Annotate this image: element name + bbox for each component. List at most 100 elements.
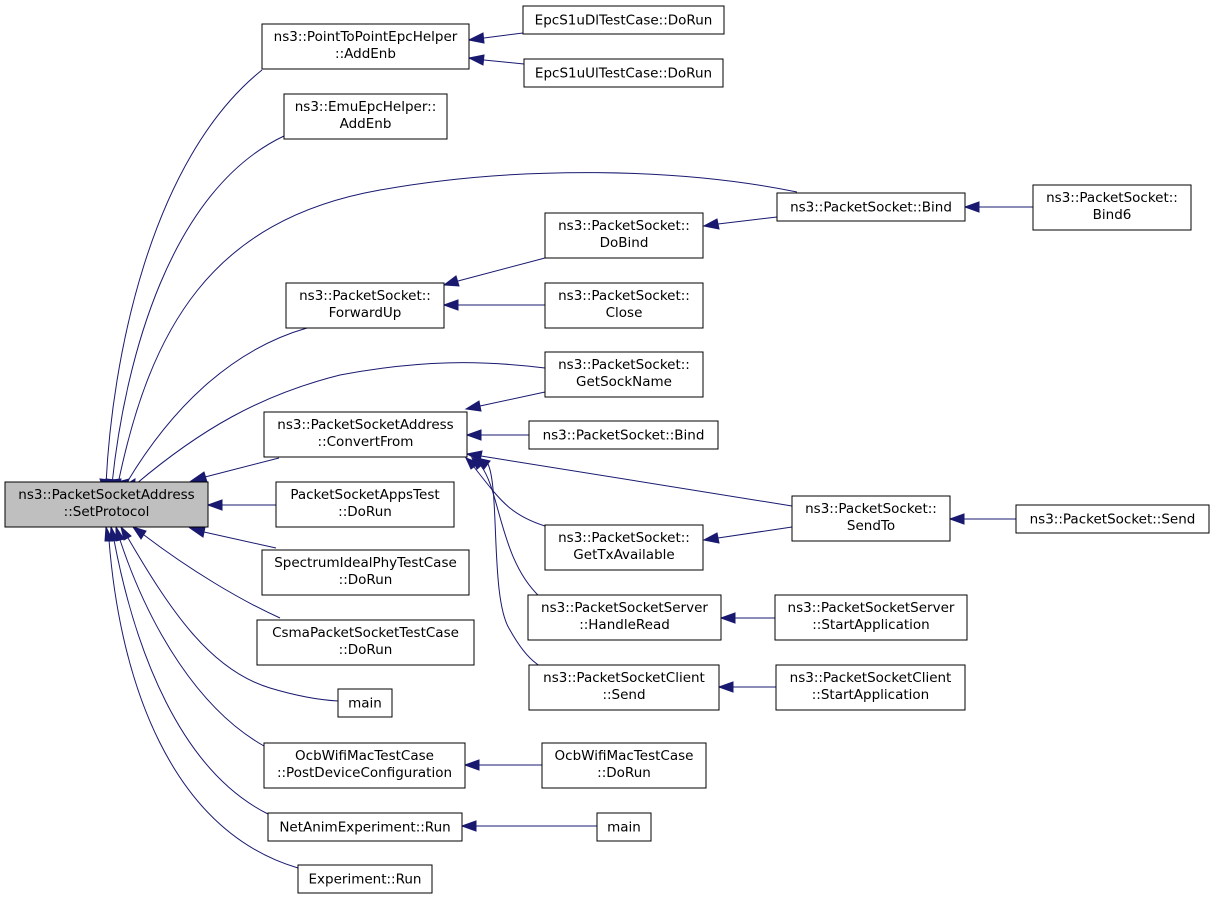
node-label: EpcS1uDlTestCase::DoRun [535,13,713,29]
node-ps-dobind[interactable]: ns3::PacketSocket:: DoBind [544,212,704,259]
node-ps-bind6[interactable]: ns3::PacketSocket:: Bind6 [1032,184,1192,231]
node-label: SpectrumIdealPhyTestCase [274,555,457,571]
node-ocb-postdev[interactable]: OcbWifiMacTestCase ::PostDeviceConfigura… [263,742,466,789]
edge-ps-bind-mid-to-psa-convertfrom [465,429,529,441]
edge-ps-send-to-ps-sendto [948,513,1016,525]
edge-ps-bind-top-to-ps-dobind [702,216,778,230]
node-ps-bind-mid[interactable]: ns3::PacketSocket::Bind [528,420,719,450]
node-ps-send[interactable]: ns3::PacketSocket::Send [1015,504,1210,534]
node-label: ::StartApplication [812,617,930,633]
edge-ps-forwardup-to-root [117,327,308,496]
node-label: Bind6 [1093,207,1132,223]
edge-epc-dl-to-p2p-addenb [467,32,524,44]
node-label: EpcS1uUlTestCase::DoRun [535,66,712,82]
edge-main-2-to-netanim-run [460,820,597,832]
node-ps-getsockname[interactable]: ns3::PacketSocket:: GetSockName [544,351,704,398]
node-label: ::DoRun [339,572,393,588]
node-label: GetTxAvailable [573,547,674,563]
node-experiment-run[interactable]: Experiment::Run [297,864,433,894]
node-label: ns3::PacketSocketAddress [277,417,453,433]
node-label: ::Send [602,687,645,703]
node-label: ns3::PacketSocket:: [1046,190,1178,206]
node-emu-addenb[interactable]: ns3::EmuEpcHelper:: AddEnb [283,93,448,140]
node-pss-handleread[interactable]: ns3::PacketSocketServer ::HandleRead [527,594,722,641]
edge-csma-dorun-to-root [131,526,281,619]
edge-psc-startapp-to-psc-send [717,681,776,693]
call-graph-edges [99,32,1033,869]
edge-emu-addenb-to-root [105,135,285,496]
node-label: ns3::EmuEpcHelper:: [295,99,437,115]
node-label: main [348,696,382,712]
edge-spectrum-dorun-to-root [188,526,277,549]
node-label: OcbWifiMacTestCase [295,748,434,764]
edge-ps-bind6-to-ps-bind-top [963,201,1033,213]
edge-ps-sendto-to-ps-gettxavailable [702,526,793,544]
node-label: NetAnimExperiment::Run [279,820,450,836]
node-ps-close[interactable]: ns3::PacketSocket:: Close [544,282,704,329]
node-label: ns3::PacketSocket:: [558,218,690,234]
node-main-2[interactable]: main [596,812,652,842]
node-main-1[interactable]: main [337,688,393,718]
node-p2p-addenb[interactable]: ns3::PointToPointEpcHelper ::AddEnb [261,23,470,70]
node-psapps-dorun[interactable]: PacketSocketAppsTest ::DoRun [275,481,455,528]
edge-ps-sendto-to-psa-convertfrom [465,450,793,507]
edge-ps-close-to-ps-forwardup [442,299,545,311]
node-csma-dorun[interactable]: CsmaPacketSocketTestCase ::DoRun [256,619,475,666]
node-label: ::HandleRead [579,617,670,633]
node-label: CsmaPacketSocketTestCase [272,625,459,641]
node-epc-ul[interactable]: EpcS1uUlTestCase::DoRun [523,58,724,88]
node-label: GetSockName [576,374,672,390]
node-label: Experiment::Run [309,872,422,888]
node-label: ::DoRun [338,504,392,520]
node-ocb-dorun[interactable]: OcbWifiMacTestCase ::DoRun [541,742,707,789]
node-label: Close [606,305,643,321]
node-psc-startapp[interactable]: ns3::PacketSocketClient ::StartApplicati… [775,664,966,711]
edge-main-1-to-root [120,525,339,702]
node-label: SendTo [847,518,895,534]
edge-psc-send-to-psa-convertfrom [475,457,541,667]
node-epc-dl[interactable]: EpcS1uDlTestCase::DoRun [522,5,725,35]
node-spectrum-dorun[interactable]: SpectrumIdealPhyTestCase ::DoRun [261,549,470,596]
node-label: ::DoRun [597,765,651,781]
edge-netanim-run-to-root [109,525,269,815]
node-label: ns3::PacketSocketClient [543,670,705,686]
node-ps-bind-top[interactable]: ns3::PacketSocket::Bind [776,192,966,222]
node-label: ::DoRun [339,642,393,658]
node-label: ForwardUp [329,305,402,321]
edge-p2p-addenb-to-root [99,69,263,496]
node-psa-convertfrom[interactable]: ns3::PacketSocketAddress ::ConvertFrom [263,411,468,458]
node-label: ns3::PacketSocketClient [790,670,952,686]
node-label: ns3::PacketSocket:: [805,501,937,517]
node-label: main [607,820,641,836]
edge-ps-gettxavailable-to-psa-convertfrom [465,457,546,527]
node-pss-startapp[interactable]: ns3::PacketSocketServer ::StartApplicati… [774,594,968,641]
node-label: ns3::PacketSocket:: [558,530,690,546]
edge-psapps-dorun-to-root [206,499,276,511]
edge-experiment-run-to-root [104,525,299,869]
node-psc-send[interactable]: ns3::PacketSocketClient ::Send [528,664,720,711]
node-label: ns3::PacketSocketServer [541,600,708,616]
edge-ps-dobind-to-ps-forwardup [442,257,546,287]
node-label: PacketSocketAppsTest [290,487,439,503]
node-root-setprotocol[interactable]: ns3::PacketSocketAddress ::SetProtocol [4,481,209,528]
edge-ps-getsockname-to-psa-convertfrom [464,391,546,412]
node-label: ns3::PacketSocket:: [299,288,431,304]
edge-pss-handleread-to-psa-convertfrom [471,457,541,598]
node-label: ::SetProtocol [64,504,150,520]
edge-ocb-dorun-to-ocb-postdev [463,759,542,771]
node-ps-forwardup[interactable]: ns3::PacketSocket:: ForwardUp [285,282,445,329]
node-ps-sendto[interactable]: ns3::PacketSocket:: SendTo [791,495,951,542]
node-netanim-run[interactable]: NetAnimExperiment::Run [267,812,463,842]
node-label: ns3::PacketSocket::Bind [790,200,952,216]
node-label: OcbWifiMacTestCase [555,748,694,764]
node-label: ns3::PacketSocket::Send [1030,512,1196,528]
node-label: ::ConvertFrom [318,434,414,450]
node-label: ns3::PacketSocket::Bind [543,428,705,444]
node-label: ::StartApplication [812,687,930,703]
node-label: AddEnb [340,116,392,132]
edge-pss-startapp-to-pss-handleread [719,612,775,624]
node-ps-gettxavailable[interactable]: ns3::PacketSocket:: GetTxAvailable [544,524,704,571]
node-label: ns3::PacketSocketAddress [18,487,194,503]
node-label: ::AddEnb [335,46,396,62]
